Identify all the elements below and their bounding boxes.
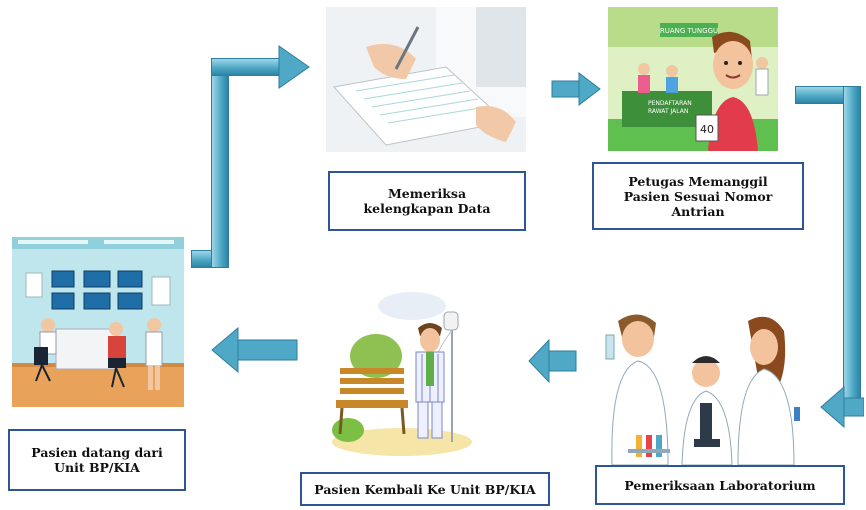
step3-line1: Petugas Memanggil xyxy=(628,173,768,189)
arrow-step5-to-step1 xyxy=(211,327,298,373)
step3-line3: Antrian xyxy=(671,203,725,219)
registration-sign-line2: RAWAT JALAN xyxy=(648,108,688,115)
step3-line2: Pasien Sesuai Nomor xyxy=(623,188,773,204)
connector-step3-descender xyxy=(843,86,861,406)
step1-line2: Unit BP/KIA xyxy=(54,460,140,475)
waiting-room-sign: RUANG TUNGGU xyxy=(660,27,718,35)
arrow-head-to-step4 xyxy=(820,386,864,428)
step2-line2: kelengkapan Data xyxy=(363,201,491,216)
patient-returning-illustration xyxy=(322,284,494,460)
laboratory-illustration xyxy=(598,307,810,465)
queue-number: 40 xyxy=(700,123,714,136)
arrow-step2-to-step3 xyxy=(551,72,601,106)
arrow-step4-to-step5 xyxy=(528,339,577,383)
step5-line1: Pasien Kembali Ke Unit BP/KIA xyxy=(314,481,536,497)
step4-line1: Pemeriksaan Laboratorium xyxy=(624,477,816,493)
checking-document-illustration xyxy=(326,7,526,152)
arrow-head-to-step2 xyxy=(278,45,310,89)
connector-step1-top-run xyxy=(211,58,281,76)
waiting-room-queue-illustration: RUANG TUNGGU PENDAFTARAN RAWAT JALAN 40 xyxy=(608,7,778,151)
step2-line1: Memeriksa xyxy=(387,186,467,201)
connector-step1-riser xyxy=(211,58,229,268)
step-label-patient-arrives: Pasien datang dari Unit BP/KIA xyxy=(8,429,186,491)
step-label-call-patient: Petugas Memanggil Pasien Sesuai Nomor An… xyxy=(592,162,804,230)
registration-sign-line1: PENDAFTARAN xyxy=(648,100,692,107)
step-label-patient-returns: Pasien Kembali Ke Unit BP/KIA xyxy=(300,472,550,506)
step1-line1: Pasien datang dari xyxy=(31,445,163,460)
step-label-check-data: Memeriksa kelengkapan Data xyxy=(328,171,526,231)
step-label-laboratory: Pemeriksaan Laboratorium xyxy=(595,465,845,505)
clinic-consultation-illustration xyxy=(12,237,184,407)
